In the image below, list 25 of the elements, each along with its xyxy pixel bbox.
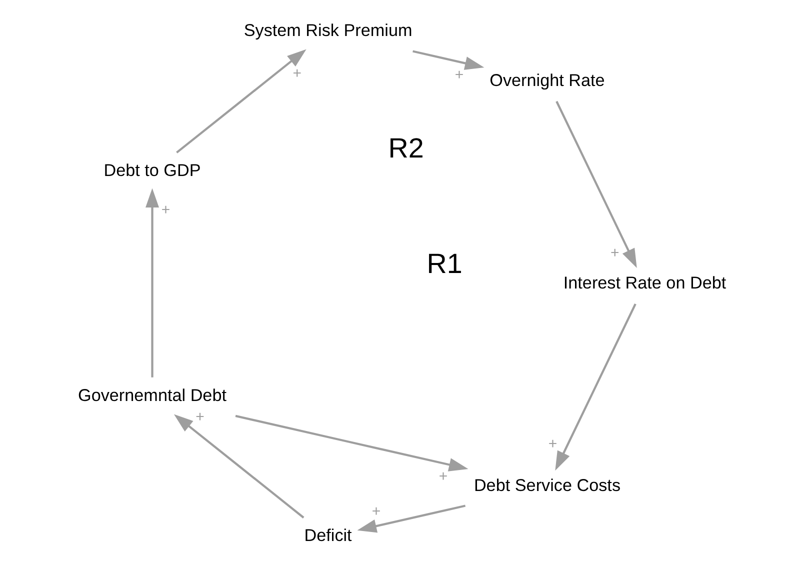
arrow xyxy=(554,303,636,471)
arrow xyxy=(356,504,466,533)
arrow xyxy=(173,414,304,518)
node-text: Debt Service Costs xyxy=(473,475,620,496)
arrow xyxy=(412,50,484,70)
edge-label: + xyxy=(548,435,557,452)
edge-label: + xyxy=(438,468,448,486)
edge-label: + xyxy=(610,244,619,262)
node-text: Interest Rate on Debt xyxy=(562,272,726,293)
edge-label: + xyxy=(454,66,464,84)
edge-label: + xyxy=(160,202,170,219)
edge-label: + xyxy=(371,503,380,520)
node-text: System Risk Premium xyxy=(243,20,412,40)
edge-label: + xyxy=(195,408,204,426)
node-text: Overnight Rate xyxy=(489,70,604,90)
arrow xyxy=(145,188,159,378)
node-text: Governemntal Debt xyxy=(78,384,226,405)
arrow xyxy=(234,414,468,472)
label: R2 xyxy=(388,132,424,164)
label: R1 xyxy=(426,248,462,280)
arrow xyxy=(555,100,636,268)
arrow xyxy=(176,49,306,154)
edge-label: + xyxy=(292,64,302,82)
node-text: Deficit xyxy=(304,525,352,546)
node-text: Debt to GDP xyxy=(103,160,200,180)
